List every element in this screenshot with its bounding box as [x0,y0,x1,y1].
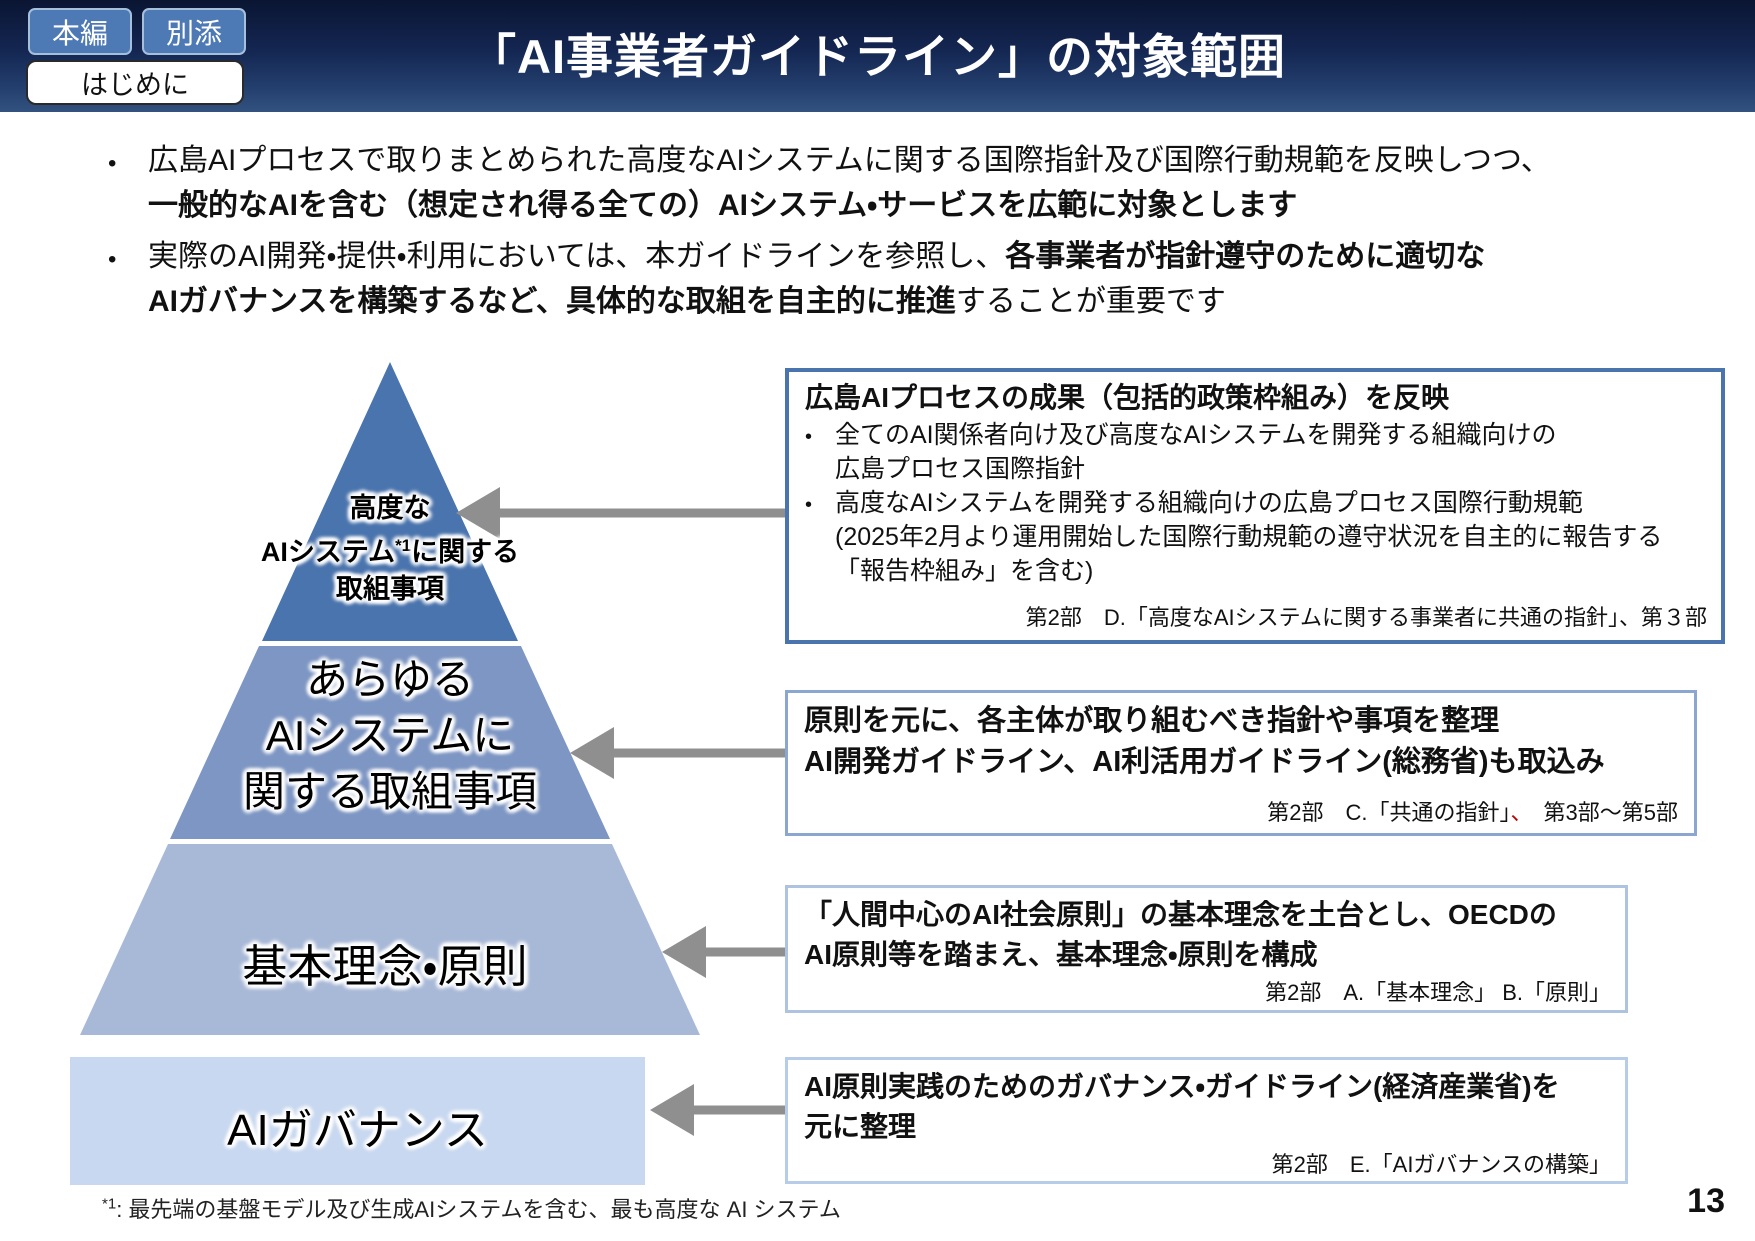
callout-box-hiroshima-process: 広島AIプロセスの成果（包括的政策枠組み）を反映 • 全てのAI関係者向け及び高… [785,368,1725,644]
box1-bullet2-line2: (2025年2月より運用開始した国際行動規範の遵守状況を自主的に報告する [835,523,1663,551]
bullet-marker: • [108,246,117,273]
box1-bullet1-line2: 広島プロセス国際指針 [835,455,1086,483]
intro-bullet-1: • 広島AIプロセスで取りまとめられた高度なAIシステムに関する国際指針及び国際… [108,138,1638,228]
tier2-line1: あらゆる [305,656,474,703]
intro-bullet-2-regular2: することが重要です [955,285,1226,318]
bullet-marker: • [805,494,813,516]
box1-bullet1-line1: 全てのAI関係者向け及び高度なAIシステムを開発する組織向けの [835,421,1557,449]
tier2-line3: 関する取組事項 [242,768,537,815]
arrow-to-governance [650,1084,788,1136]
arrow-to-tier2 [570,727,788,779]
tab-betten-button[interactable]: 別添 [142,8,246,55]
box2-ref-red-comma: 、 [1510,800,1522,825]
tier1-line1: 高度な [349,493,431,523]
pyramid-tier2-shape [170,646,610,839]
intro-bullet-1-text: 広島AIプロセスで取りまとめられた高度なAIシステムに関する国際指針及び国際行動… [148,138,1551,228]
box2-ref-post: 第3部～第5部 [1521,800,1678,825]
arrow-to-tier1 [456,487,788,539]
tier1-line2-post: に関する [411,537,520,567]
arrow-to-tier3 [662,926,788,978]
intro-bullet-2: • 実際のAI開発・提供・利用においては、本ガイドラインを参照し、各事業者が指針… [108,234,1638,324]
box4-reference: 第2部 E.「AIガバナンスの構築」 [1271,1152,1611,1177]
page-title: 「AI事業者ガイドライン」の対象範囲 [469,29,1286,83]
intro-bullet-1-bold: 一般的なAIを含む（想定され得る全ての）AIシステム・サービスを広範に対象としま… [148,189,1298,222]
bullet-marker: • [108,150,117,177]
box3-line2: AI原則等を踏まえ、基本理念・原則を構成 [804,939,1318,970]
tier2-line2: AIシステムに [265,712,515,759]
pyramid-tier1-shape [262,362,518,641]
box1-bullet2-line3: 「報告枠組み」を含む) [835,557,1094,585]
intro-bullet-2-text: 実際のAI開発・提供・利用においては、本ガイドラインを参照し、各事業者が指針遵守… [148,234,1485,324]
governance-label: AIガバナンス [227,1106,488,1155]
box1-reference: 第2部 D.「高度なAIシステムに関する事業者に共通の指針」、第３部 [1025,605,1707,630]
tier3-label: 基本理念・原則 [242,941,528,992]
callout-box-ai-governance: AI原則実践のためのガバナンス・ガイドライン(経済産業省)を 元に整理 第2部 … [785,1057,1628,1184]
box1-bullet-2-text: 高度なAIシステムを開発する組織向けの広島プロセス国際行動規範 (2025年2月… [835,486,1662,588]
tier1-line3: 取組事項 [336,574,444,604]
tab-honpen-button[interactable]: 本編 [28,8,132,55]
box2-ref-pre: 第2部 C.「共通の指針」 [1267,800,1511,825]
box3-reference: 第2部 A.「基本理念」 B.「原則」 [1265,980,1611,1005]
box1-bullet-2: • 高度なAIシステムを開発する組織向けの広島プロセス国際行動規範 (2025年… [805,486,1707,588]
box2-reference: 第2部 C.「共通の指針」、 第3部～第5部 [804,795,1678,827]
box4-line2: 元に整理 [804,1111,917,1142]
footnote-text: : 最先端の基盤モデル及び生成AIシステムを含む、最も高度な AI システム [116,1197,841,1222]
arrow-head [570,727,614,779]
box1-bullet-1: • 全てのAI関係者向け及び高度なAIシステムを開発する組織向けの 広島プロセス… [805,418,1707,486]
footnote: *1: 最先端の基盤モデル及び生成AIシステムを含む、最も高度な AI システム [102,1192,841,1224]
intro-bullets: • 広島AIプロセスで取りまとめられた高度なAIシステムに関する国際指針及び国際… [108,138,1638,330]
box1-title: 広島AIプロセスの成果（包括的政策枠組み）を反映 [805,382,1450,413]
box1-bullet2-line1: 高度なAIシステムを開発する組織向けの広島プロセス国際行動規範 [835,489,1583,517]
callout-box-principles-guidelines: 原則を元に、各主体が取り組むべき指針や事項を整理 AI開発ガイドライン、AI利活… [785,690,1697,836]
intro-bullet-2-regular1: 実際のAI開発・提供・利用においては、本ガイドラインを参照し、 [148,240,1006,273]
callout-box-basic-principles: 「人間中心のAI社会原則」の基本理念を土台とし、OECDの AI原則等を踏まえ、… [785,885,1628,1013]
box2-line1: 原則を元に、各主体が取り組むべき指針や事項を整理 [804,705,1500,737]
intro-bullet-2-bold2: AIガバナンスを構築するなど、具体的な取組を自主的に推進 [148,285,956,318]
header-bar: 「AI事業者ガイドライン」の対象範囲 [0,0,1755,112]
footnote-superscript: *1 [102,1195,117,1213]
pyramid-diagram [70,362,788,1185]
tier1-label: 高度な AIシステム*1に関する 取組事項 [190,490,590,608]
governance-bar-shape [70,1057,645,1185]
intro-bullet-2-bold1: 各事業者が指針遵守のために適切な [1005,240,1486,273]
tier1-superscript: *1 [395,536,412,555]
tab-hajimeni-button[interactable]: はじめに [26,60,244,105]
arrow-head [456,487,500,539]
box4-line1: AI原則実践のためのガバナンス・ガイドライン(経済産業省)を [804,1071,1560,1102]
box1-bullet-1-text: 全てのAI関係者向け及び高度なAIシステムを開発する組織向けの 広島プロセス国際… [835,418,1557,486]
tier1-line2-pre: AIシステム [260,537,396,567]
box3-line1: 「人間中心のAI社会原則」の基本理念を土台とし、OECDの [804,899,1557,930]
tier2-label: あらゆる AIシステムに 関する取組事項 [140,652,640,820]
page-number: 13 [1687,1182,1725,1220]
intro-bullet-1-regular: 広島AIプロセスで取りまとめられた高度なAIシステムに関する国際指針及び国際行動… [148,144,1551,177]
bullet-marker: • [805,426,813,448]
arrow-head [650,1084,694,1136]
arrow-head [662,926,706,978]
pyramid-tier3-shape [80,844,700,1035]
box2-line2: AI開発ガイドライン、AI利活用ガイドライン(総務省)も取込み [804,746,1605,778]
